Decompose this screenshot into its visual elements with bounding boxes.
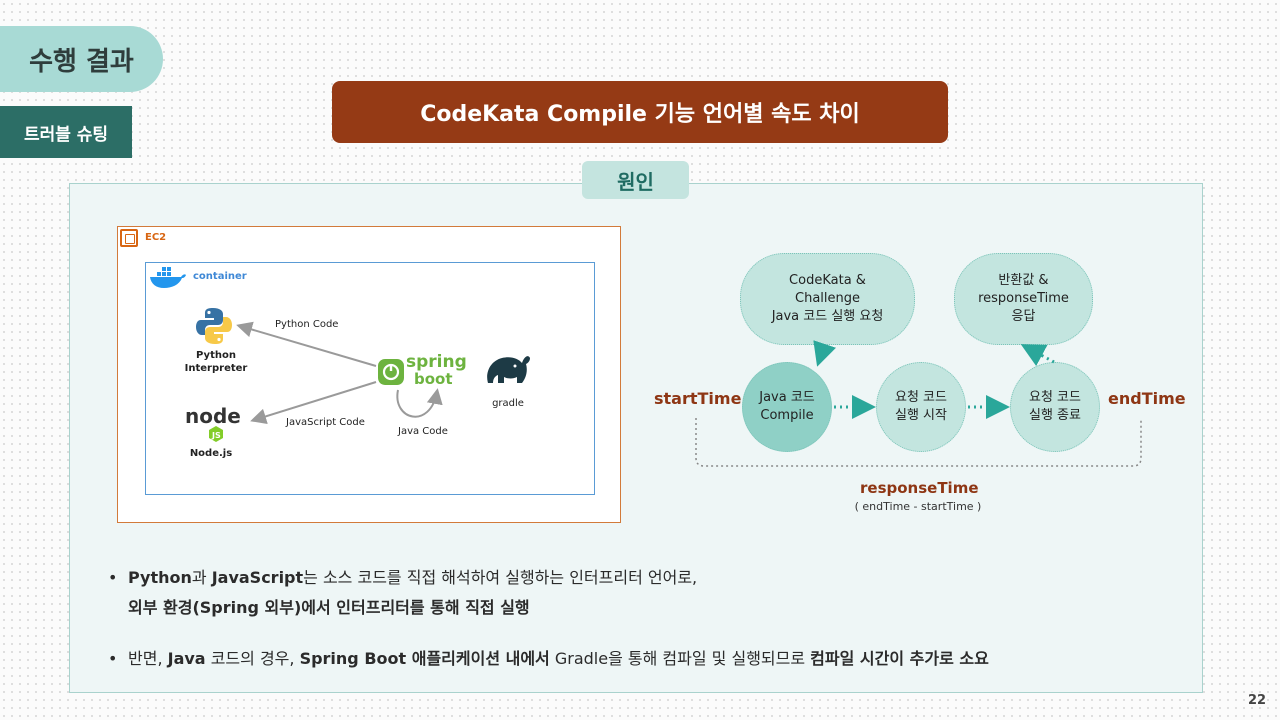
response-cloud: 반환값 & responseTime 응답 <box>954 253 1093 345</box>
request-cloud: CodeKata & Challenge Java 코드 실행 요청 <box>740 253 915 345</box>
step-exec-start: 요청 코드 실행 시작 <box>876 362 966 452</box>
slide-title: CodeKata Compile 기능 언어별 속도 차이 <box>332 81 948 143</box>
container-label: container <box>193 271 247 282</box>
step-exec-end: 요청 코드 실행 종료 <box>1010 362 1100 452</box>
nodejs-label: Node.js <box>189 448 233 459</box>
boot-label: boot <box>414 370 453 388</box>
ec2-icon <box>120 229 138 247</box>
gradle-label: gradle <box>492 398 524 409</box>
bullet-java: •반면, Java 코드의 경우, Spring Boot 애플리케이션 내에서… <box>108 649 989 668</box>
spring-label: spring <box>406 352 467 372</box>
java-code-label: Java Code <box>398 426 448 437</box>
cause-badge: 원인 <box>582 161 689 199</box>
bullet-interpreter: •Python과 JavaScript는 소스 코드를 직접 해석하여 실행하는… <box>108 568 698 617</box>
svg-text:JS: JS <box>211 431 221 440</box>
nodejs-logo-icon: node JS <box>185 405 241 442</box>
python-code-label: Python Code <box>275 319 339 330</box>
step-compile: Java 코드 Compile <box>742 362 832 452</box>
gradle-logo-icon <box>487 356 530 383</box>
response-time-label: responseTime <box>860 479 979 497</box>
section-tab-main: 수행 결과 <box>0 26 163 92</box>
ec2-label: EC2 <box>145 232 167 243</box>
docker-icon <box>150 267 186 288</box>
python-interpreter-label: Python Interpreter <box>184 350 248 374</box>
response-time-formula: ( endTime - startTime ) <box>854 500 982 513</box>
page-number: 22 <box>1248 693 1267 708</box>
svg-text:node: node <box>185 405 241 428</box>
python-logo-icon <box>196 308 232 344</box>
section-tab-sub: 트러블 슈팅 <box>0 106 132 158</box>
start-time-label: startTime <box>654 389 742 408</box>
end-time-label: endTime <box>1108 389 1186 408</box>
spring-boot-logo-icon <box>378 359 404 385</box>
javascript-code-label: JavaScript Code <box>286 417 365 428</box>
